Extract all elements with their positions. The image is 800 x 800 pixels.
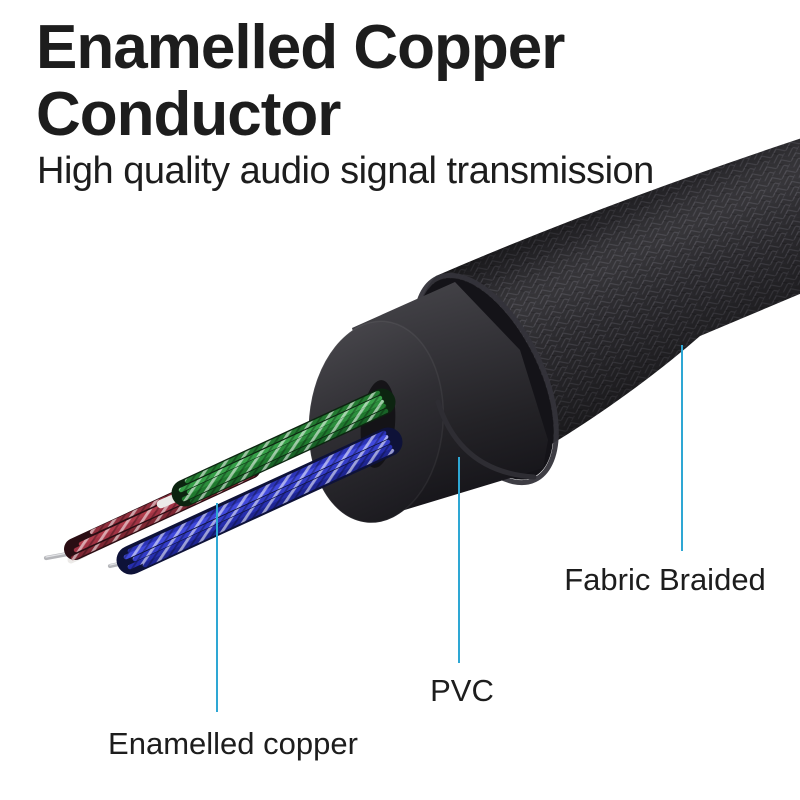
wire-bundle-blue: [107, 427, 403, 575]
title-line-1: Enamelled Copper: [36, 13, 565, 82]
callout-label-pvc: PVC: [430, 673, 494, 708]
callout-label-fabric-braided: Fabric Braided: [564, 562, 766, 597]
title-line-2: Conductor: [36, 80, 341, 149]
leader-line-enamelled-copper: [216, 503, 218, 712]
leader-line-pvc: [458, 457, 460, 663]
callout-label-enamelled-copper: Enamelled copper: [108, 726, 358, 761]
page-title: Enamelled Copper Conductor: [36, 13, 565, 149]
leader-line-fabric-braided: [681, 345, 683, 551]
wire-bundle-green: [171, 388, 396, 507]
page-subtitle: High quality audio signal transmission: [37, 150, 654, 192]
